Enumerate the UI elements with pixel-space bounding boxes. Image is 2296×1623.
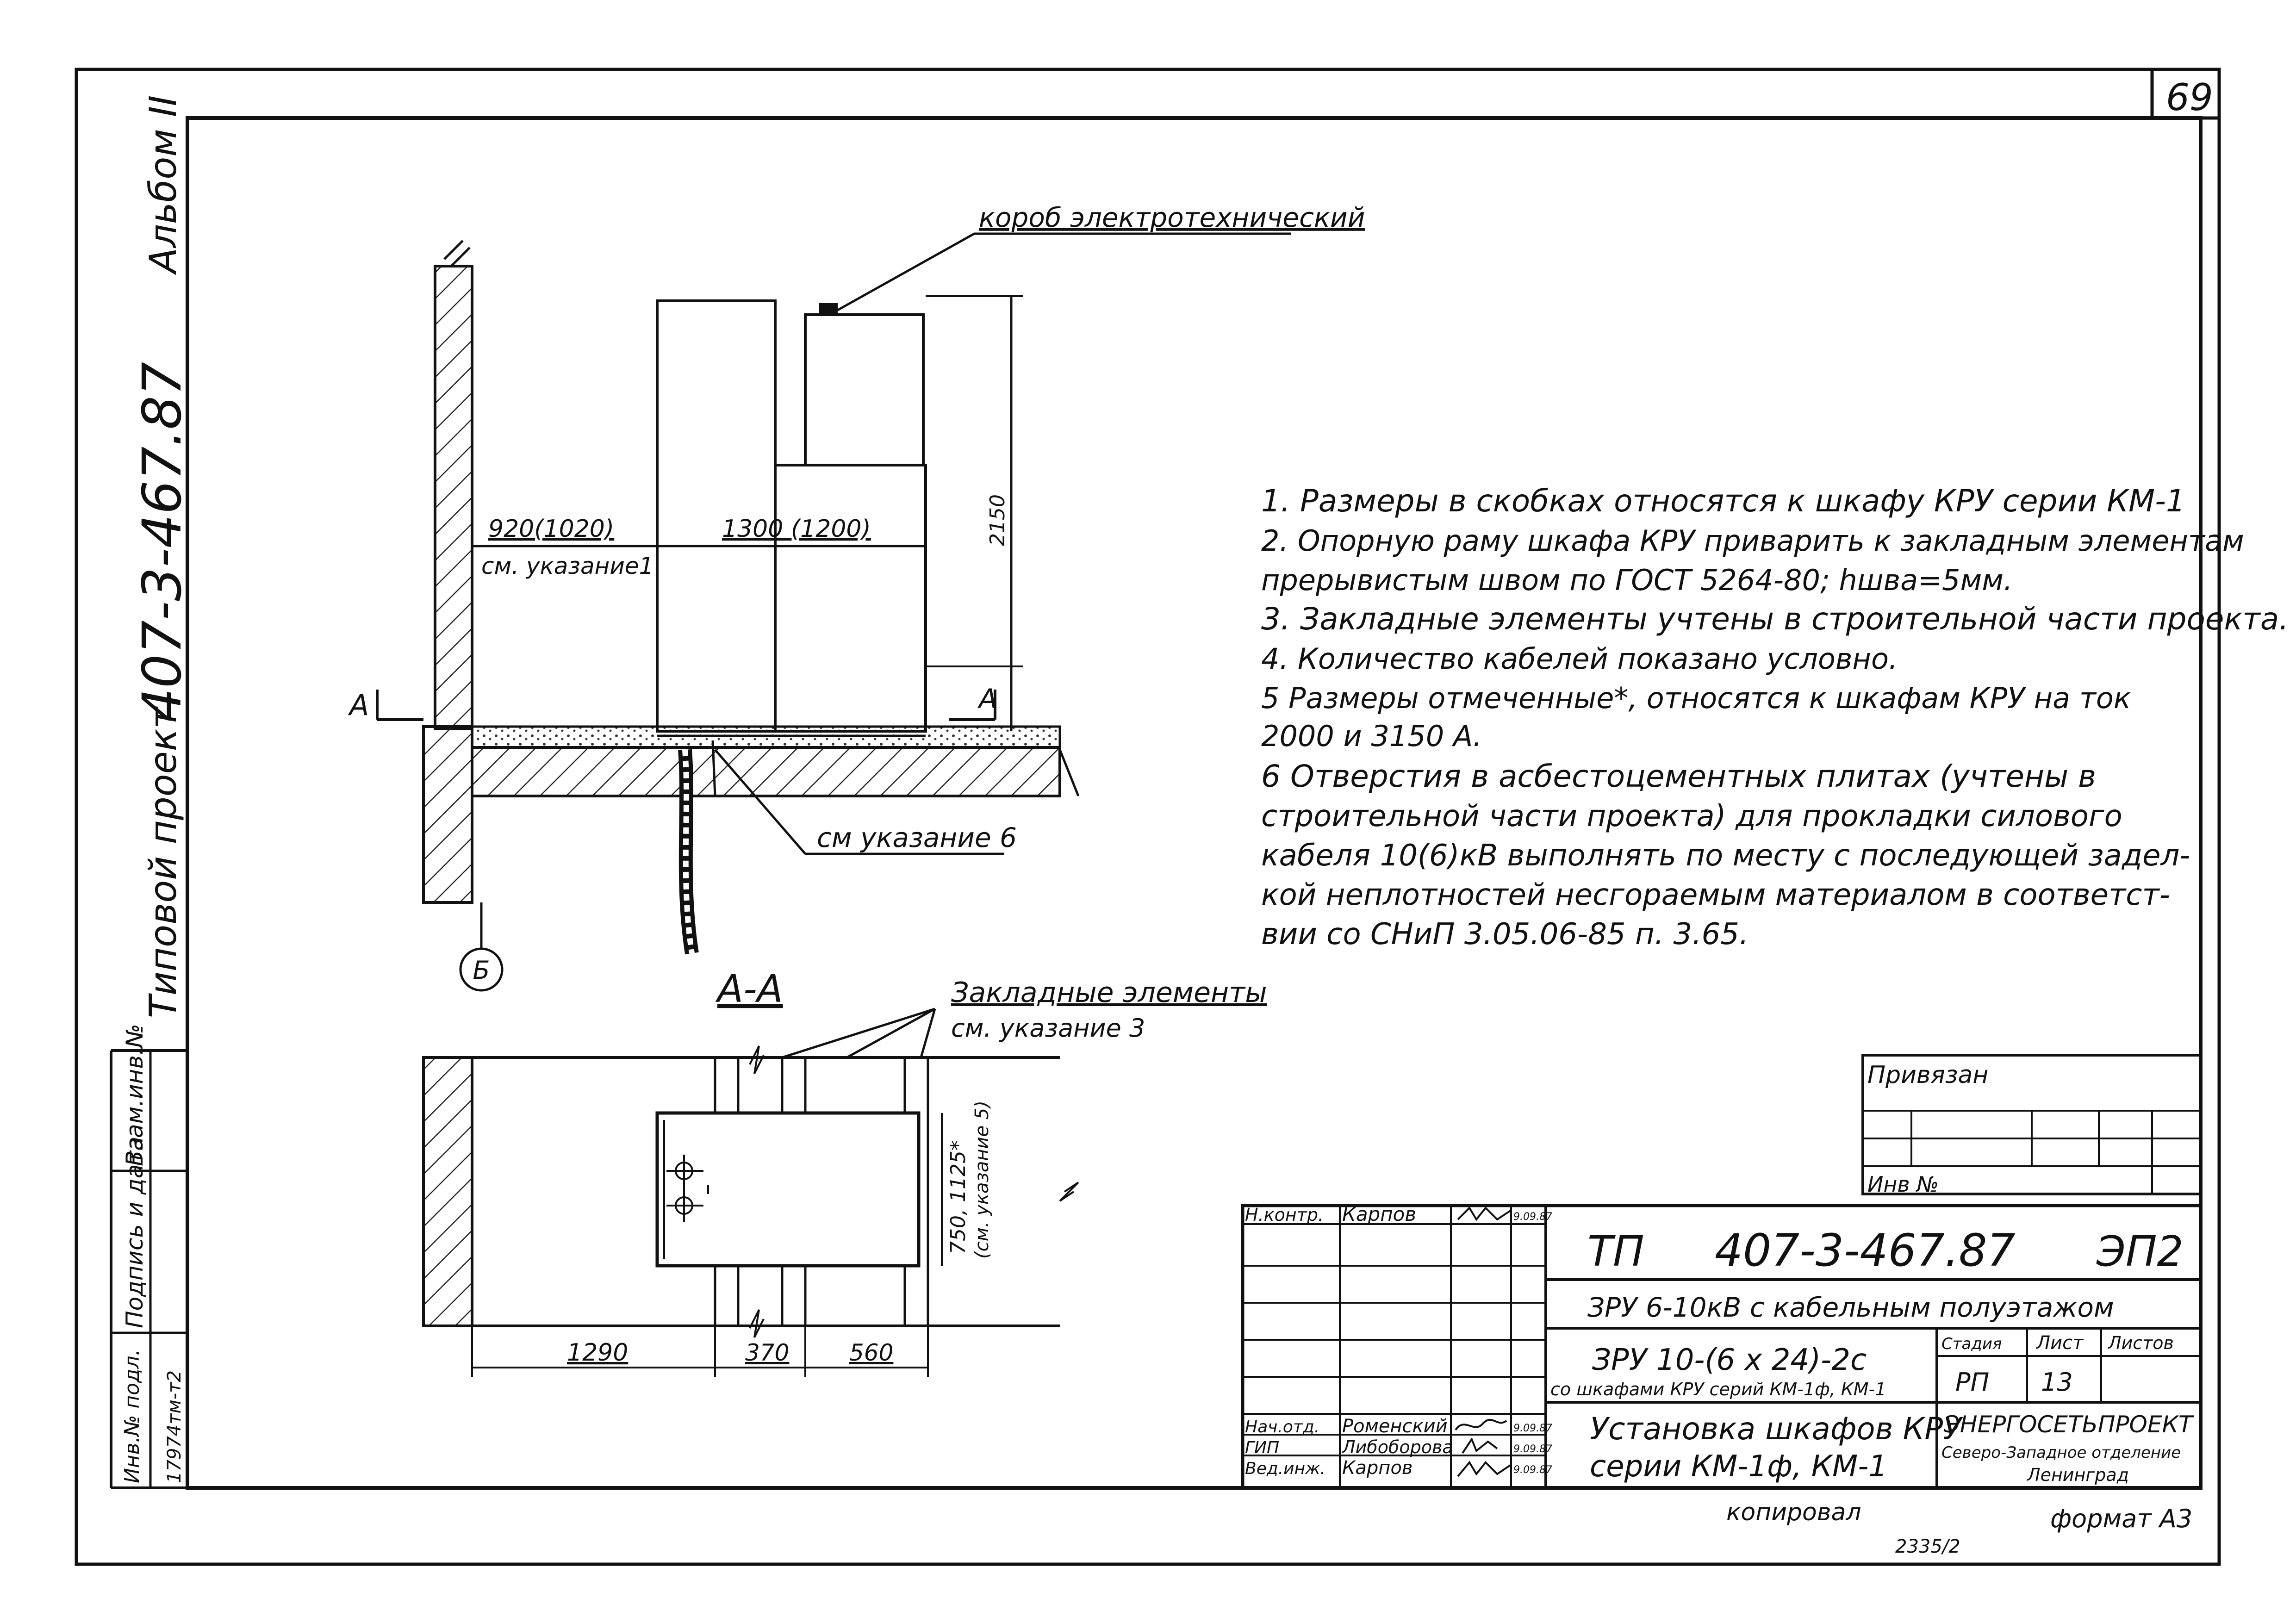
designation-prefix: ТП [1587,1227,1644,1276]
n-kontr-date: 9.09.87 [1513,1211,1552,1223]
strip-col1-header: Взам.инв.№ [121,1024,148,1166]
dim-2150: 2150 [986,494,1009,546]
wall-base [422,725,473,904]
dim-920: 920(1020) [488,515,614,543]
electro-box [819,303,838,316]
ved-inzh-date: 9.09.87 [1513,1464,1552,1476]
note-ref-6: см указание 6 [817,822,1017,853]
doc-title-1: Установка шкафов КРУ [1590,1411,1963,1447]
side-album: Альбом II [142,95,185,275]
note-line: 3. Закладные элементы учтены в строитель… [1261,601,2289,637]
left-strip: Взам.инв.№ Подпись и дата Инв.№ подл. 17… [110,1024,187,1489]
gip-name: Либоборова [1341,1437,1453,1457]
strip-inv-value: 17974тм-т2 [164,1370,185,1483]
strip-col2-header: Подпись и дата [121,1137,148,1328]
org-3: Ленинград [2026,1465,2129,1485]
sub-title-2: со шкафами КРУ серий КМ-1ф, КМ-1 [1550,1379,1886,1399]
box-label: короб электротехнический [979,202,1365,233]
note-line: 5 Размеры отмеченные*, относятся к шкафа… [1261,681,2131,715]
note-line: кабеля 10(6)кВ выполнять по месту с посл… [1261,839,2190,873]
n-kontr-role: Н.контр. [1245,1205,1324,1225]
section-wall [422,1056,473,1327]
dim-370: 370 [745,1339,789,1366]
dim-1290: 1290 [567,1339,628,1367]
stage-value: РП [1955,1368,1989,1397]
footer-code: 2335/2 [1895,1536,1960,1557]
sheets-header: Листов [2107,1333,2174,1353]
note-line: 6 Отверстия в асбестоцементных плитах (у… [1261,759,2096,794]
dim-560: 560 [849,1339,893,1366]
footer-copied: копировал [1726,1499,1861,1526]
nach-otd-date: 9.09.87 [1513,1423,1552,1434]
dim-vertical-ref: (см. указание 5) [971,1101,993,1259]
gip-date: 9.09.87 [1513,1443,1552,1455]
note-line: 2. Опорную раму шкафа КРУ приварить к за… [1261,524,2244,558]
stage-header: Стадия [1941,1335,2002,1353]
section-mark-left: А [348,688,369,722]
note-line: строительной части проекта) для прокладк… [1261,799,2122,833]
embedded-label: Закладные элементы [951,976,1267,1009]
n-kontr-name: Карпов [1342,1203,1416,1225]
elevation-view: короб электротехнический 920(1020) см. у… [348,202,1365,992]
section-title: А-А [715,967,783,1011]
note-line: 2000 и 3150 А. [1261,719,1482,753]
sheet-number: 69 [2166,76,2213,119]
sheet-number-cell [2150,68,2221,120]
signature-nach-otd [1455,1418,1507,1431]
org-2: Северо-Западное отделение [1941,1443,2181,1462]
side-project-code: 407-3-467.87 [131,362,193,722]
note-line: кой неплотностей несгораемым материалом … [1261,878,2170,912]
object-name: ЗРУ 6-10кВ с кабельным полуэтажом [1587,1292,2114,1323]
inv-no-label: Инв № [1867,1172,1939,1197]
wall [434,265,473,730]
title-block: Привязан Инв № Н.контр. Карпов 9.09.87 Н… [1241,1054,2203,1490]
note-line: 1. Размеры в скобках относятся к шкафу К… [1261,483,2185,519]
sheet-header: Лист [2035,1332,2084,1354]
cabinet-right-upper [804,313,925,466]
note-line: прерывистым швом по ГОСТ 5264-80; hшва=5… [1261,563,2013,597]
gip-role: ГИП [1245,1438,1279,1457]
cabinet-plan [655,1111,921,1268]
designation-suffix: ЭП2 [2096,1227,2184,1276]
strip-col3-header: Инв.№ подл. [120,1349,144,1483]
designation: 407-3-467.87 [1715,1225,2016,1276]
doc-title-2: серии КМ-1ф, КМ-1 [1590,1449,1887,1484]
ved-inzh-role: Вед.инж. [1245,1459,1325,1478]
section-view: А-А Закладные элементы см. указание 3 [422,967,1267,1377]
axis-label: Б [473,956,490,985]
org-1: ЭНЕРГОСЕТЬПРОЕКТ [1943,1411,2194,1438]
dim-vertical: 750, 1125* [946,1140,970,1254]
footer-format: формат А3 [2050,1504,2192,1533]
sheet-value: 13 [2041,1368,2073,1397]
side-project-type: Типовой проект [142,706,185,1018]
note-line: 4. Количество кабелей показано условно. [1261,642,1898,676]
signature-gip [1462,1437,1498,1454]
dim-1300: 1300 (1200) [722,515,871,543]
signature-n-kontr [1457,1206,1512,1221]
ved-inzh-name: Карпов [1342,1457,1413,1479]
floor-slab [471,746,1061,797]
sub-title-1: ЗРУ 10-(6 х 24)-2с [1592,1343,1867,1377]
privyazan-label: Привязан [1867,1061,1988,1089]
nach-otd-role: Нач.отд. [1245,1418,1319,1436]
nach-otd-name: Роменский [1342,1416,1448,1437]
notes: 1. Размеры в скобках относятся к шкафу К… [1261,483,2289,951]
section-mark-right: А [977,683,997,715]
signature-ved-inzh [1457,1461,1512,1477]
embedded-ref: см. указание 3 [951,1014,1145,1043]
inner-frame [186,116,2203,1490]
axis-circle [459,947,504,992]
note-ref-1: см. указание1 [481,553,653,579]
note-line: вии со СНиП 3.05.06-85 п. 3.65. [1261,917,1748,951]
outer-frame [75,68,2221,1566]
